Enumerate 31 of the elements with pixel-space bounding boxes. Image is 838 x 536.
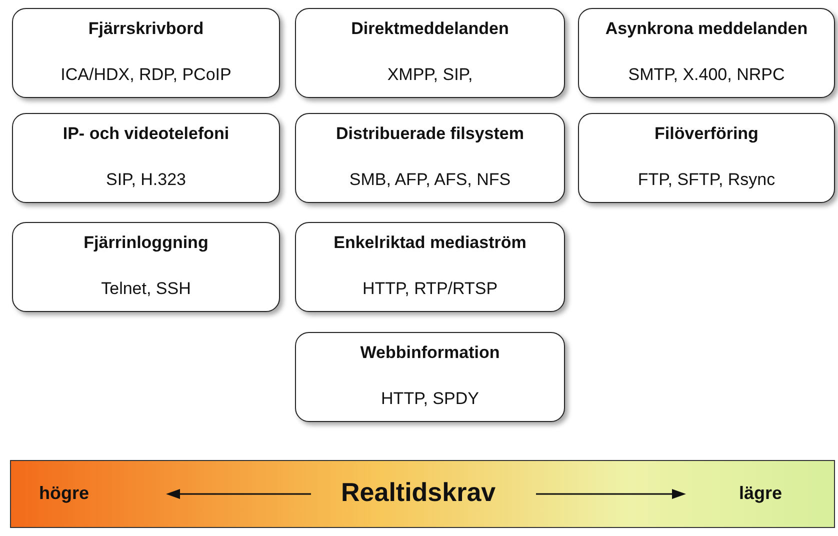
category-heading: Fjärrskrivbord — [87, 19, 205, 39]
category-card — [295, 222, 565, 312]
category-card — [12, 113, 280, 203]
category-card — [295, 332, 565, 422]
protocol-list: HTTP, SPDY — [296, 389, 564, 409]
gradient-bar — [10, 460, 835, 528]
scale-end-label: högre — [39, 483, 90, 504]
category-heading: Enkelriktad mediaström — [332, 233, 528, 253]
category-heading: IP- och videotelefoni — [62, 124, 230, 144]
scale-end-label: lägre — [739, 483, 782, 504]
protocol-list: HTTP, RTP/RTSP — [296, 279, 564, 299]
protocol-list: SMB, AFP, AFS, NFS — [296, 170, 564, 190]
category-card — [295, 113, 565, 203]
category-heading: Direktmeddelanden — [350, 19, 510, 39]
category-card — [295, 8, 565, 98]
protocol-list: FTP, SFTP, Rsync — [579, 170, 834, 190]
protocol-list: Telnet, SSH — [13, 279, 279, 299]
scale-title: Realtidskrav — [341, 477, 496, 508]
category-heading: Distribuerade filsystem — [334, 124, 525, 144]
protocol-list: SIP, H.323 — [13, 170, 279, 190]
category-card — [12, 8, 280, 98]
category-heading: Fjärrinloggning — [82, 233, 210, 253]
category-heading: Asynkrona meddelanden — [604, 19, 809, 39]
category-card — [12, 222, 280, 312]
category-card — [578, 113, 835, 203]
protocol-list: SMTP, X.400, NRPC — [579, 65, 834, 85]
category-card — [578, 8, 835, 98]
protocol-list: ICA/HDX, RDP, PCoIP — [13, 65, 279, 85]
category-heading: Webbinformation — [359, 343, 501, 363]
category-heading: Filöverföring — [654, 124, 760, 144]
protocol-list: XMPP, SIP, — [296, 65, 564, 85]
